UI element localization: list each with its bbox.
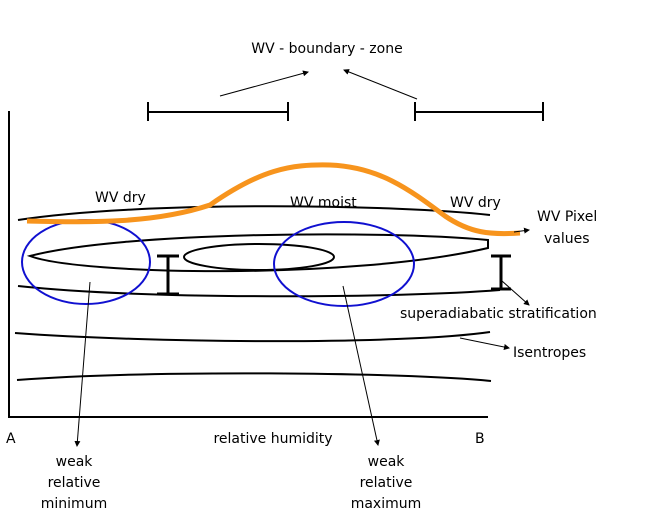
boundary-zone-bracket-right (414, 102, 544, 121)
superadiabatic-marker-left (157, 254, 179, 296)
isentrope-lower (14, 331, 491, 343)
label-wv-dry-right: WV dry (450, 195, 501, 211)
label-wv-dry-left: WV dry (95, 190, 146, 206)
isentrope-outer-oval (26, 233, 489, 273)
axis-label-a: A (6, 431, 16, 447)
label-max-line3: maximum (351, 496, 422, 512)
axis-label-b: B (475, 431, 485, 447)
wv-pixel-values-curve (26, 162, 521, 237)
label-superadiabatic: superadiabatic stratification (400, 306, 597, 322)
title-arrow-right (343, 69, 418, 100)
superadiabatic-marker-right (491, 254, 511, 291)
wv-pixel-arrow (513, 227, 530, 234)
label-isentropes: Isentropes (513, 345, 586, 361)
label-min-line3: minimum (41, 496, 107, 512)
superadiabatic-arrow (501, 280, 530, 306)
label-wv-pixel-line2: values (544, 231, 590, 247)
isentrope-inner-oval (183, 243, 335, 271)
isentrope-top (17, 205, 491, 221)
isentropes-arrow (459, 337, 510, 350)
isentrope-bottom (16, 372, 492, 382)
diagram-title: WV - boundary - zone (251, 41, 402, 57)
label-wv-moist: WV moist (290, 195, 357, 211)
label-min-line2: relative (48, 475, 101, 491)
label-wv-pixel-line1: WV Pixel (537, 209, 597, 225)
x-axis-label: relative humidity (213, 431, 332, 447)
relative-minimum-arrow (74, 281, 91, 447)
relative-maximum-arrow (342, 285, 380, 446)
isentrope-middle (17, 285, 501, 298)
boundary-zone-bracket-left (147, 102, 289, 121)
label-max-line1: weak (368, 454, 406, 470)
label-min-line1: weak (56, 454, 94, 470)
title-arrow-left (219, 70, 309, 97)
relative-maximum-circle (273, 221, 415, 307)
label-max-line2: relative (360, 475, 413, 491)
